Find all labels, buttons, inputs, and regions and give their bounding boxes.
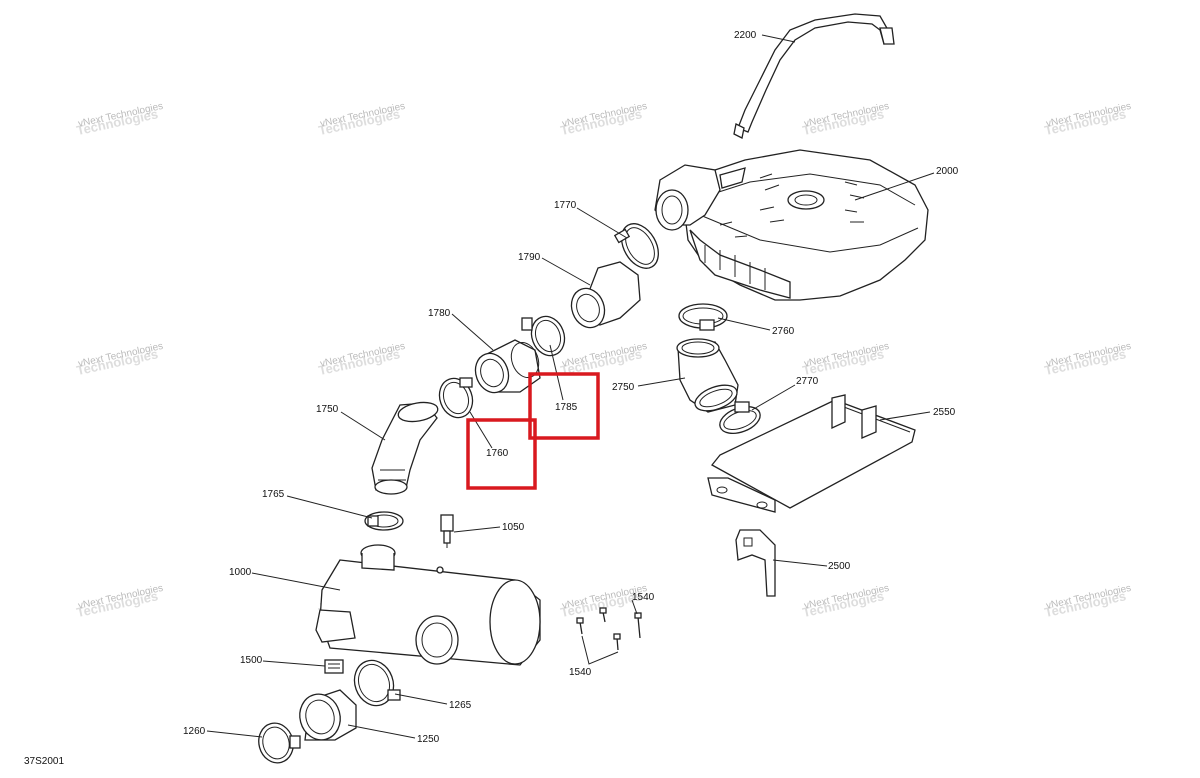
callout-label: 2000 [936,166,959,177]
callout-label: 1540 [569,667,592,678]
callout-2500[interactable]: 2500 [772,559,851,572]
callout-1050[interactable]: 1050 [453,522,525,533]
part-clamp-1785 [521,315,566,357]
callout-label: 1265 [449,700,472,711]
callout-label: 1050 [502,522,525,533]
callout-label: 1765 [262,489,285,500]
callout-2000[interactable]: 2000 [854,166,959,201]
callout-label: 2200 [734,30,757,41]
callout-2760[interactable]: 2760 [717,317,795,337]
callout-label: 2770 [796,376,819,387]
callout-label: 1780 [428,308,451,319]
callout-1000[interactable]: 1000 [229,567,341,591]
part-strap-2200 [733,13,895,139]
part-sensor-1050 [440,514,454,548]
part-coupler-1790 [570,261,641,329]
callout-1770[interactable]: 1770 [554,200,628,239]
callout-1540-top[interactable]: 1540 [631,592,655,615]
part-clamp-2770 [719,401,761,435]
callout-1260[interactable]: 1260 [183,726,263,738]
part-bolts-1540 [576,607,642,651]
part-clamp-1760 [438,377,474,419]
callout-label: 2550 [933,407,956,418]
callout-label: 1785 [555,402,578,413]
part-clamp-1770 [613,223,659,269]
part-plate-2550 [707,394,916,513]
part-clamp-1260 [258,722,301,764]
callout-1765[interactable]: 1765 [262,489,373,519]
callout-1540-bottom[interactable]: 1540 [569,635,619,678]
callout-label: 1500 [240,655,263,666]
callout-1790[interactable]: 1790 [518,252,591,286]
part-clamp-2760 [678,303,728,331]
diagram-code: 37S2001 [24,756,64,767]
callout-1760[interactable]: 1760 [469,411,509,459]
callout-label: 2500 [828,561,851,572]
callout-2200[interactable]: 2200 [734,30,796,43]
part-airbox-2000 [654,149,929,301]
highlight-box-1785 [528,372,600,440]
callout-2770[interactable]: 2770 [751,376,819,411]
part-clamp-1765 [364,511,404,531]
part-elbow-2750 [676,338,739,413]
callout-1265[interactable]: 1265 [394,693,472,711]
part-sleeve-1250 [299,689,357,741]
callout-label: 1760 [486,448,509,459]
callout-1250[interactable]: 1250 [347,724,440,745]
callout-label: 1750 [316,404,339,415]
part-muffler-1000 [315,544,541,666]
part-bracket-2500 [735,529,776,597]
part-clamp-1265 [353,659,401,707]
callout-label: 1770 [554,200,577,211]
callout-2750[interactable]: 2750 [612,377,686,393]
part-hose-1750 [371,401,439,495]
callout-1780[interactable]: 1780 [428,308,494,351]
callout-label: 1260 [183,726,206,737]
callout-label: 2750 [612,382,635,393]
callout-label: 2760 [772,326,795,337]
part-grommet-1500 [324,659,344,674]
callout-2550[interactable]: 2550 [879,407,956,421]
callout-1750[interactable]: 1750 [316,404,386,441]
callout-label: 1790 [518,252,541,263]
highlight-box-1760 [466,418,537,490]
callout-label: 1540 [632,592,655,603]
part-adapter-1780 [474,339,541,394]
callout-1500[interactable]: 1500 [240,655,326,667]
callout-label: 1250 [417,734,440,745]
callout-label: 1000 [229,567,252,578]
